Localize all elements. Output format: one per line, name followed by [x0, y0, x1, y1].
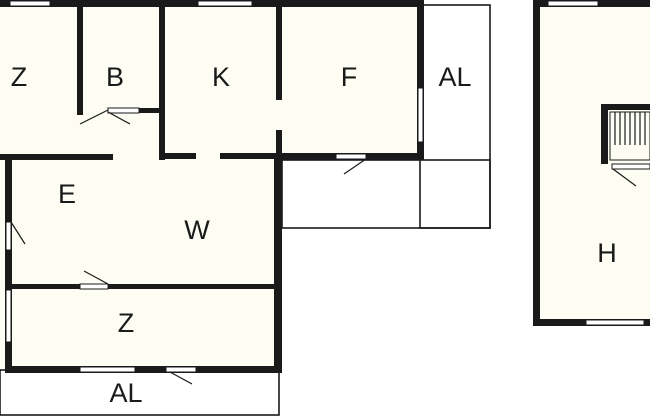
staircase — [609, 111, 650, 161]
room-label-al-right: AL — [438, 62, 471, 92]
room-label-z-top: Z — [11, 62, 28, 92]
room-label-w: W — [184, 215, 210, 245]
room-label-z-bottom: Z — [118, 308, 135, 338]
room-label-k: K — [212, 62, 230, 92]
room-label-f: F — [341, 62, 358, 92]
room-label-al-bottom: AL — [109, 378, 142, 408]
floor-areas — [0, 0, 650, 370]
balcony-right-outline — [419, 4, 491, 229]
terrace-right-lower-outline — [281, 159, 491, 229]
room-label-e: E — [58, 179, 76, 209]
windows — [5, 0, 645, 373]
room-label-h: H — [597, 238, 617, 268]
doors — [5, 107, 650, 385]
room-label-b: B — [106, 62, 124, 92]
